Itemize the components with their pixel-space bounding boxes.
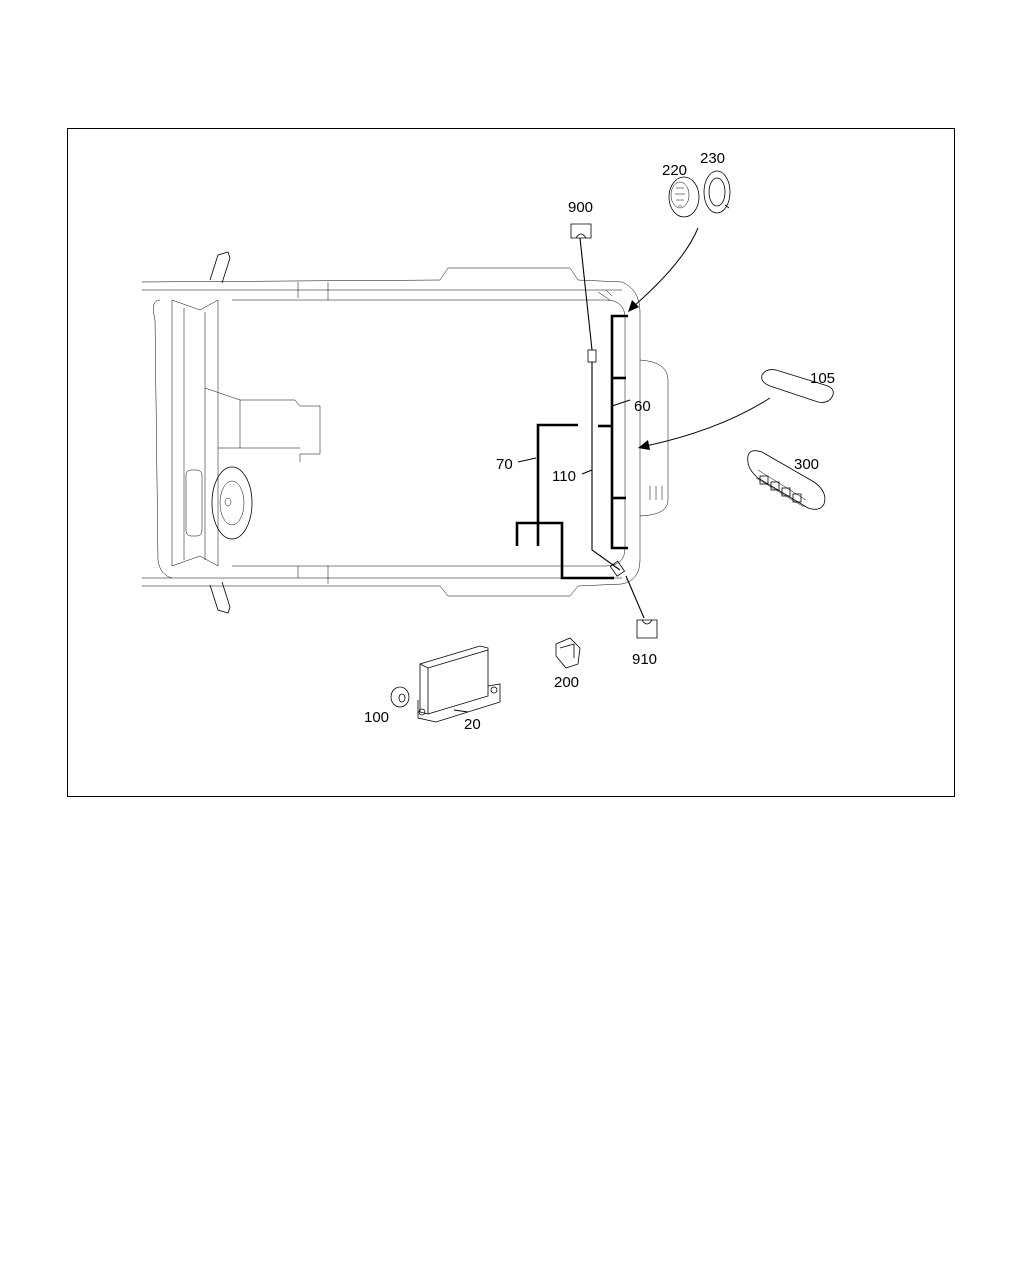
label-100: 100 (364, 709, 389, 726)
label-60: 60 (634, 398, 651, 415)
switch-300 (747, 450, 826, 510)
leader-lines (453, 399, 631, 713)
label-110: 110 (552, 468, 576, 485)
label-910: 910 (632, 651, 657, 668)
connector-900-inline (587, 349, 597, 363)
connector-910-inline (609, 560, 626, 577)
plug-900 (570, 223, 592, 239)
label-20: 20 (464, 716, 481, 733)
clip-200 (555, 637, 581, 669)
label-105: 105 (810, 370, 835, 387)
vehicle-outline (141, 251, 669, 614)
label-230: 230 (700, 150, 725, 167)
plug-910 (636, 619, 658, 639)
label-300: 300 (794, 456, 819, 473)
harness-60 (598, 314, 628, 550)
cable-110 (579, 237, 645, 619)
label-70: 70 (496, 456, 513, 473)
speaker-220 (668, 176, 700, 218)
arrows (628, 227, 771, 450)
speaker-ring-230 (703, 170, 731, 214)
diagram-frame (67, 128, 955, 797)
label-900: 900 (568, 199, 593, 216)
grommet-100 (390, 686, 410, 708)
harness-70 (515, 423, 614, 580)
panel-105 (761, 369, 834, 403)
label-200: 200 (554, 674, 579, 691)
label-220: 220 (662, 162, 687, 179)
